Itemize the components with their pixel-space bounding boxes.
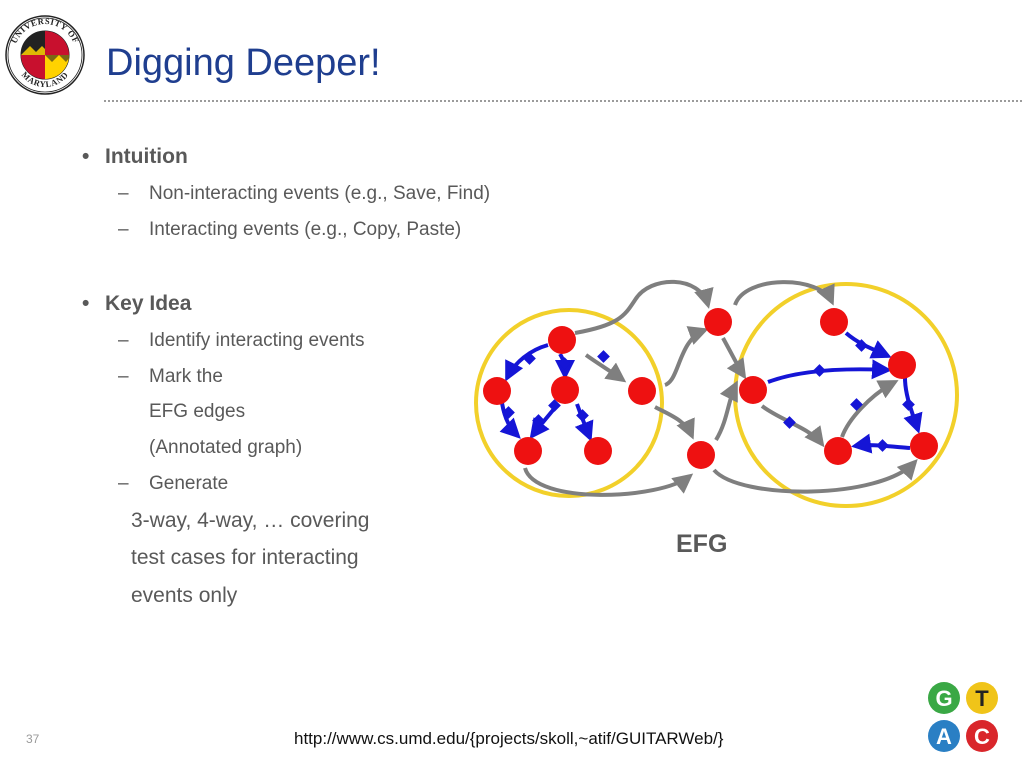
sub-bullet-continuation: EFG edges [149, 401, 246, 422]
plain-edge [840, 380, 899, 438]
annotation-diamond [813, 364, 826, 377]
gtac-letter: A [936, 724, 952, 749]
plain-edge [714, 380, 738, 442]
event-node [820, 308, 848, 336]
bullet-label: Intuition [105, 145, 188, 168]
sub-bullet-text: Mark the [149, 366, 223, 387]
annotation-diamond [597, 350, 610, 363]
cluster-ring-left [474, 308, 664, 498]
plain-edge [663, 326, 709, 387]
plain-edges [523, 279, 918, 497]
plain-edge [523, 467, 694, 497]
gtac-circle-a [928, 720, 960, 752]
sub-bullet-text: Identify interacting events [149, 330, 365, 351]
efg-diagram [474, 279, 959, 508]
annotated-edge [767, 359, 892, 384]
gtac-circle-c [966, 720, 998, 752]
bullet-continuation: 3-way, 4-way, … covering [131, 509, 370, 532]
event-node [910, 432, 938, 460]
plain-edge [654, 405, 695, 440]
event-node [739, 376, 767, 404]
bullet-continuation: test cases for interacting [131, 546, 359, 569]
event-node [551, 376, 579, 404]
plain-edge [584, 353, 627, 383]
gtac-logo: G T A C [928, 682, 998, 752]
bullet-label: Key Idea [105, 292, 192, 315]
event-node [704, 308, 732, 336]
title-divider [104, 100, 1022, 102]
annotated-edge [505, 343, 549, 382]
event-node [548, 326, 576, 354]
page-number: 37 [26, 732, 40, 746]
event-node [584, 437, 612, 465]
gtac-letter: G [935, 686, 952, 711]
slide-title: Digging Deeper! [106, 42, 381, 84]
event-node [514, 437, 542, 465]
gtac-letter: T [975, 686, 989, 711]
gtac-circle-t [966, 682, 998, 714]
gtac-letter: C [974, 724, 990, 749]
sub-bullet-text: Interacting events (e.g., Copy, Paste) [149, 219, 462, 240]
annotation-diamond [876, 439, 889, 452]
bullet-continuation: events only [131, 584, 238, 607]
annotated-edge [844, 331, 892, 359]
annotation-diamond [502, 406, 515, 419]
event-node [483, 377, 511, 405]
plain-edge [760, 404, 825, 448]
gtac-circle-g [928, 682, 960, 714]
university-logo: UNIVERSITY OF MARYLAND [5, 15, 85, 95]
footer-url[interactable]: http://www.cs.umd.edu/{projects/skoll,~a… [294, 729, 724, 748]
sub-bullet-text: Generate [149, 473, 229, 494]
sub-bullet-continuation: (Annotated graph) [149, 437, 303, 458]
diagram-label: EFG [676, 530, 728, 558]
event-node [888, 351, 916, 379]
event-node [824, 437, 852, 465]
annotation-diamond [558, 357, 571, 370]
plain-edge [733, 280, 835, 306]
plain-edge [721, 337, 747, 380]
event-node [687, 441, 715, 469]
plain-edge [574, 279, 714, 335]
annotated-edge [499, 402, 521, 439]
annotated-edge [574, 403, 594, 442]
event-nodes [483, 308, 938, 469]
sub-bullet-text: Non-interacting events (e.g., Save, Find… [149, 183, 491, 204]
event-node [628, 377, 656, 405]
plain-edge [712, 459, 918, 494]
